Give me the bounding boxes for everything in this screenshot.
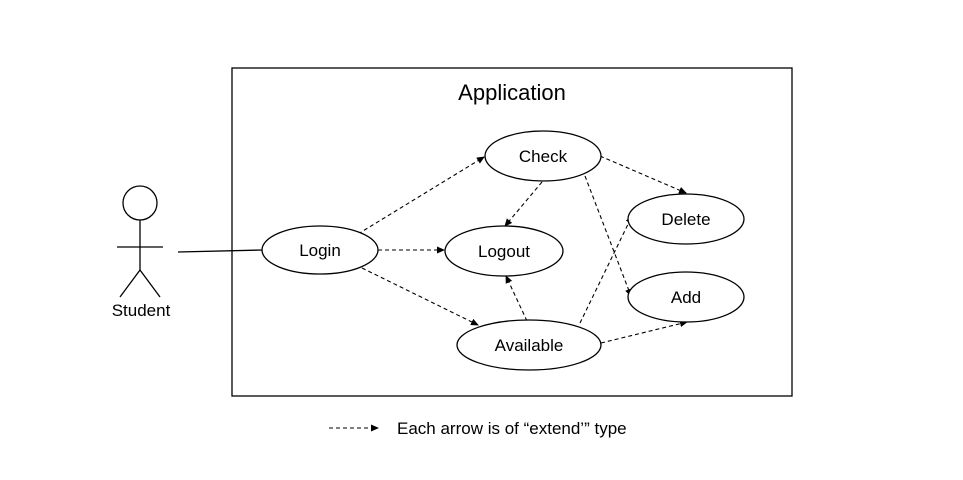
actor-label: Student — [112, 301, 171, 320]
usecase-add: Add — [627, 271, 745, 323]
usecase-check: Check — [484, 130, 602, 182]
usecase-available-label: Available — [495, 336, 564, 355]
usecase-available: Available — [456, 319, 602, 371]
association-student-login — [177, 249, 264, 253]
usecase-logout: Logout — [444, 225, 564, 277]
actor-right-leg — [139, 269, 161, 298]
usecase-logout-label: Logout — [478, 242, 530, 261]
system-title: Application — [458, 80, 566, 105]
usecase-login: Login — [261, 225, 379, 275]
arrow-check-logout — [504, 181, 543, 227]
arrow-available-logout — [505, 275, 528, 322]
usecase-delete-label: Delete — [661, 210, 710, 229]
system-boundary — [231, 67, 793, 397]
arrow-check-add — [584, 175, 632, 297]
legend: Each arrow is of “extend’” type — [329, 419, 627, 438]
arrow-login-check — [357, 156, 485, 235]
usecase-delete: Delete — [627, 193, 745, 245]
student-actor: Student — [112, 185, 171, 320]
usecase-login-label: Login — [299, 241, 341, 260]
actor-head — [122, 185, 158, 221]
arrow-available-add — [600, 320, 688, 344]
arrow-check-delete — [599, 155, 687, 194]
arrow-available-delete — [579, 215, 633, 324]
legend-text: Each arrow is of “extend’” type — [397, 419, 627, 438]
usecase-check-label: Check — [519, 147, 568, 166]
actor-left-leg — [119, 269, 141, 298]
usecase-add-label: Add — [671, 288, 701, 307]
arrow-login-available — [361, 267, 479, 326]
